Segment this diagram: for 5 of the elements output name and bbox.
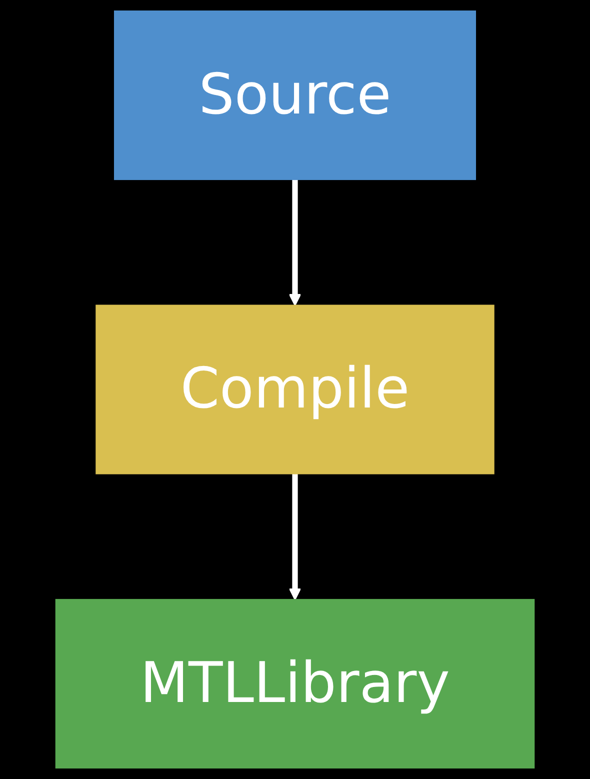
node-box: Compile (96, 304, 494, 474)
node-box: MTLLibrary (55, 598, 535, 768)
arrow (288, 474, 302, 600)
arrow (288, 179, 302, 306)
node-box: Source (114, 10, 476, 180)
